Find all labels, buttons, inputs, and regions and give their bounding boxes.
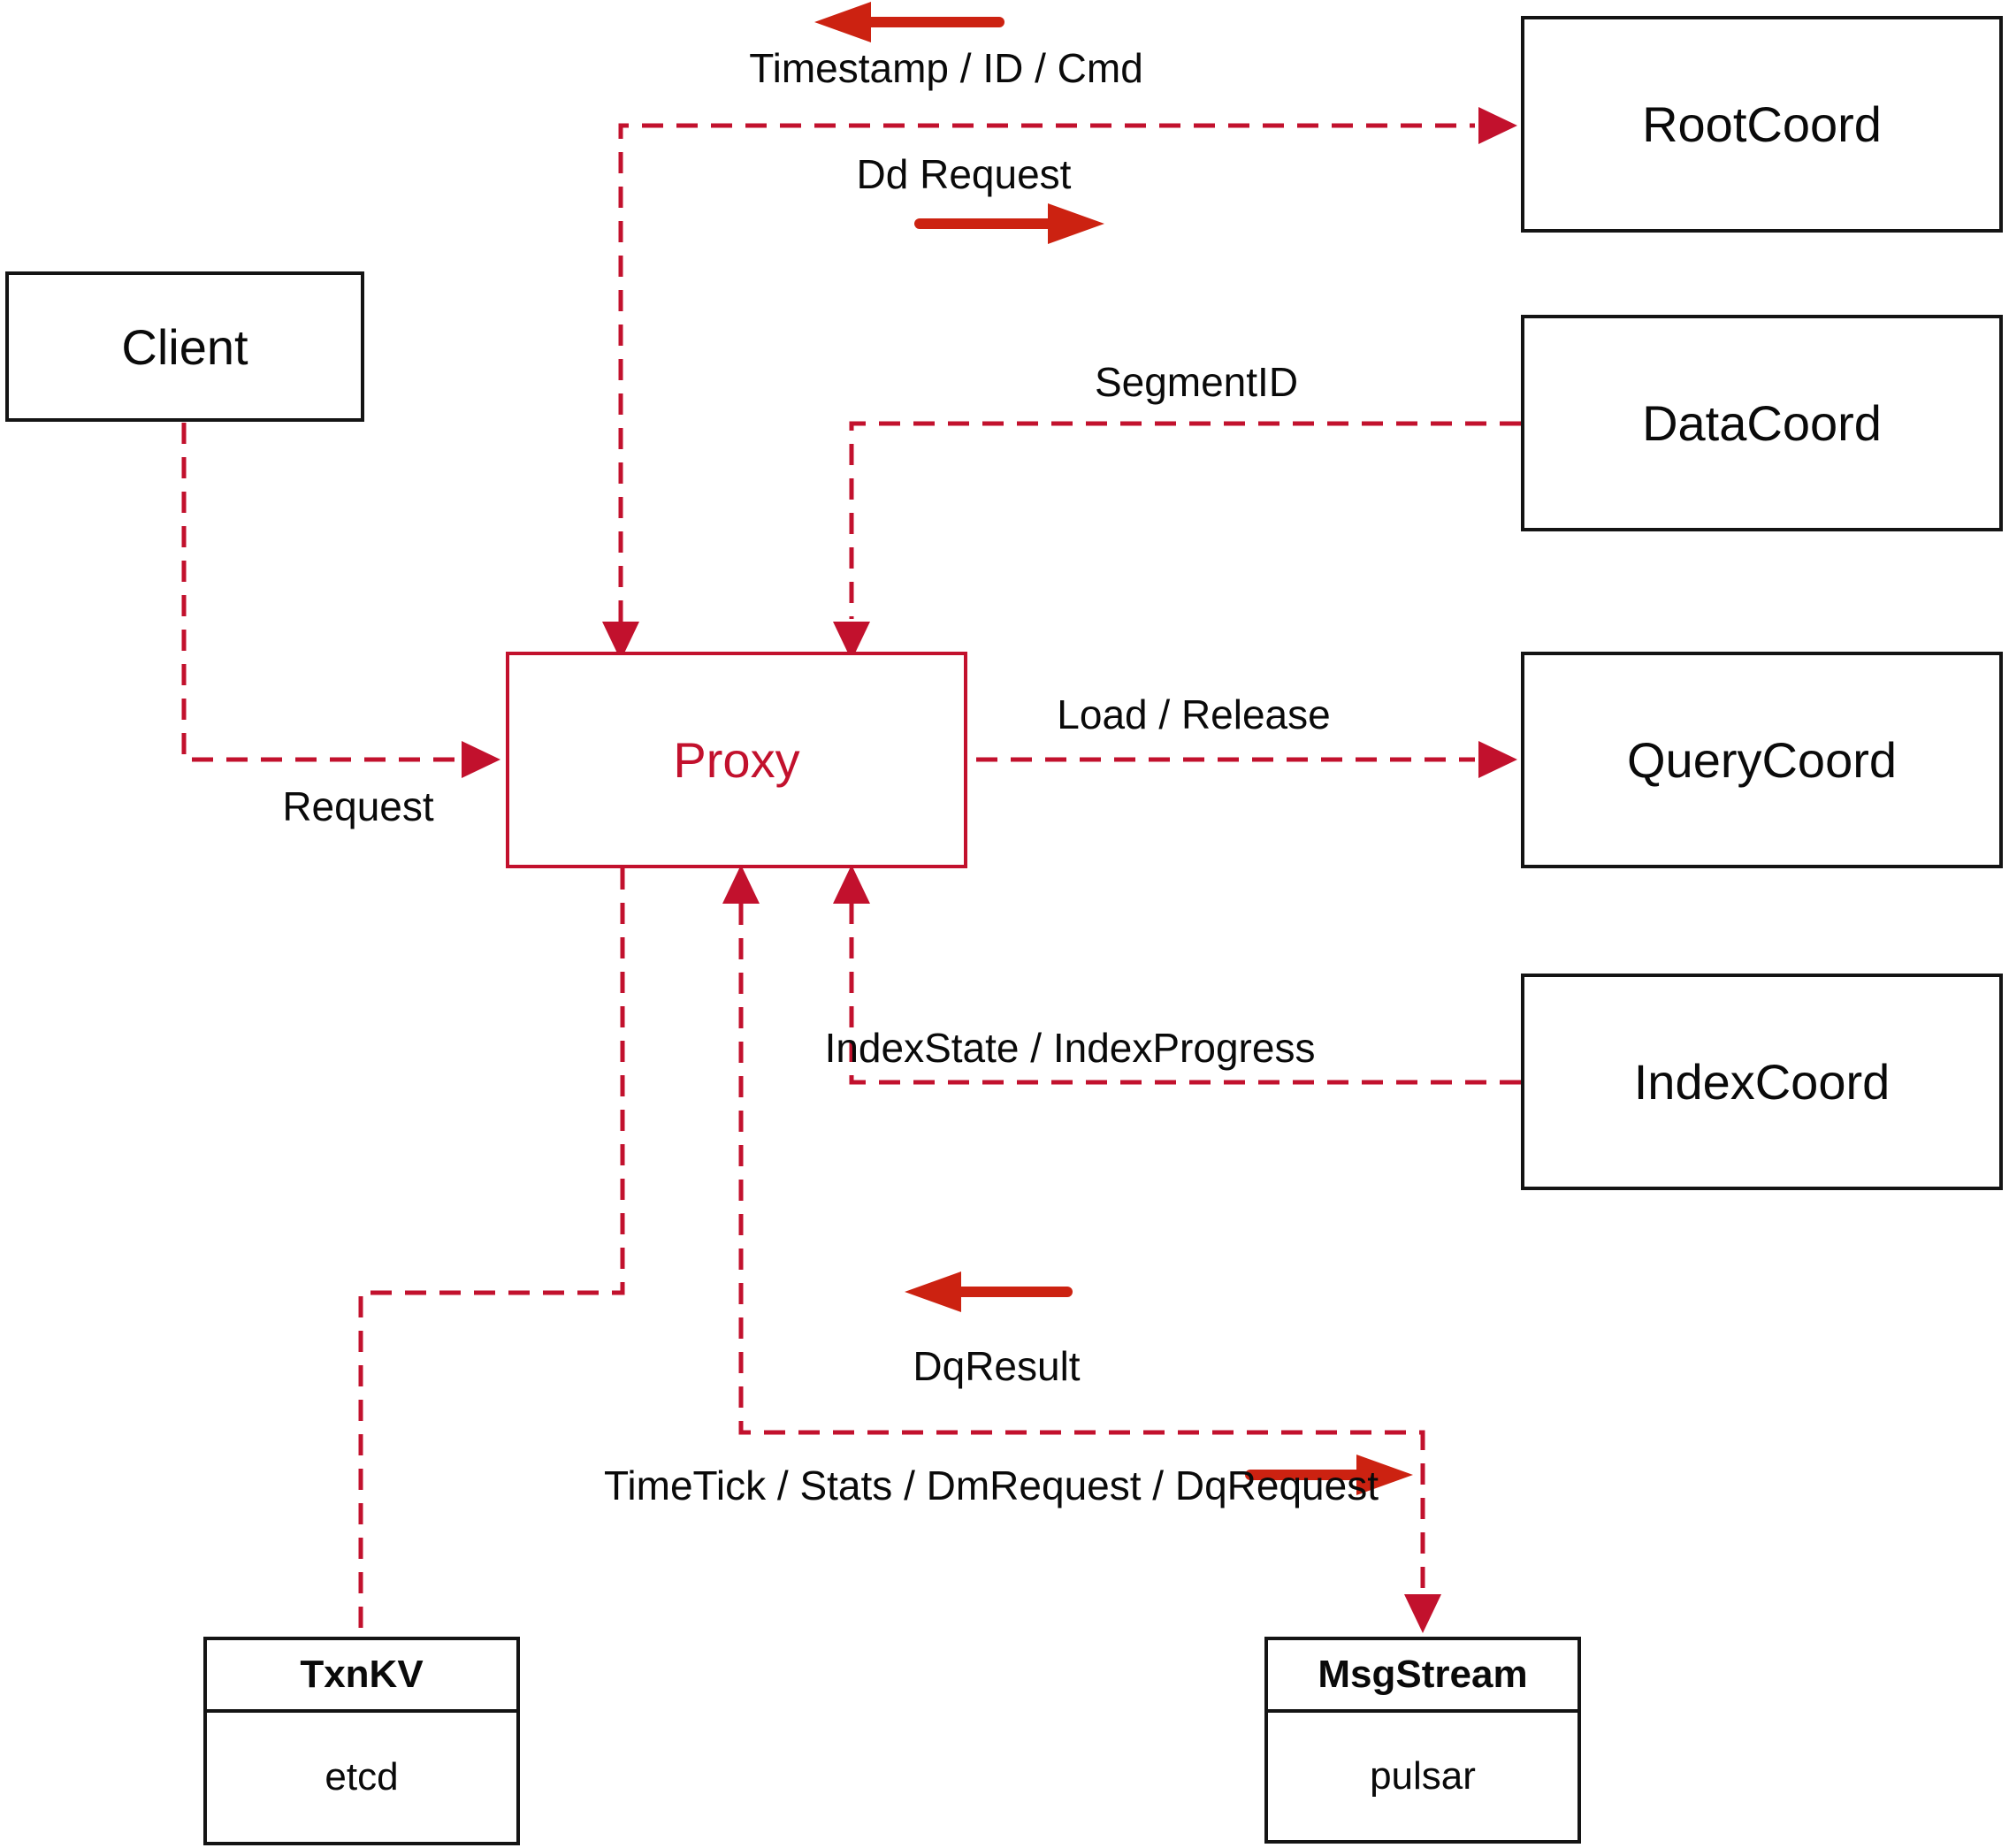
- edge-label-dd-request: Dd Request: [856, 151, 1072, 197]
- edge-label-request: Request: [282, 783, 434, 829]
- edge-client-proxy: [181, 423, 460, 762]
- left-arrow-icon: [814, 2, 1004, 42]
- arrowhead-into-msgstream: [1404, 1594, 1441, 1633]
- node-proxy: Proxy: [506, 652, 967, 868]
- node-txnkv-impl: etcd: [325, 1755, 399, 1798]
- node-msgstream: MsgStream pulsar: [1264, 1637, 1581, 1844]
- node-client: Client: [5, 271, 364, 422]
- node-proxy-label: Proxy: [673, 732, 800, 788]
- edge-proxy-rootcoord: [618, 123, 1475, 622]
- node-querycoord-label: QueryCoord: [1626, 732, 1898, 788]
- arrowhead-into-proxy-bottom-right: [833, 865, 870, 904]
- edge-proxy-msgstream: [738, 904, 1425, 1592]
- arrowhead-into-proxy-top-right: [833, 622, 870, 661]
- right-arrow-icon: [914, 203, 1104, 244]
- arrowhead-into-proxy-bottom-left: [722, 865, 760, 904]
- edge-datacoord-proxy: [849, 421, 1521, 619]
- node-datacoord: DataCoord: [1521, 315, 2003, 531]
- edge-label-dq-result: DqResult: [913, 1343, 1081, 1389]
- node-client-label: Client: [121, 318, 248, 375]
- edge-label-index-state-progress: IndexState / IndexProgress: [824, 1025, 1316, 1071]
- node-indexcoord: IndexCoord: [1521, 974, 2003, 1190]
- node-msgstream-impl: pulsar: [1370, 1754, 1476, 1798]
- edge-indexcoord-proxy: [849, 904, 1521, 1085]
- node-txnkv-title: TxnKV: [207, 1640, 516, 1713]
- node-querycoord: QueryCoord: [1521, 652, 2003, 868]
- arrowhead-into-proxy-left: [462, 741, 500, 778]
- arrowhead-into-rootcoord: [1478, 107, 1517, 144]
- right-arrow-icon: [1245, 1455, 1413, 1495]
- arrowhead-into-querycoord: [1478, 741, 1517, 778]
- node-datacoord-label: DataCoord: [1642, 395, 1882, 451]
- node-txnkv: TxnKV etcd: [203, 1637, 520, 1845]
- edge-label-segment-id: SegmentID: [1094, 359, 1299, 405]
- node-rootcoord-label: RootCoord: [1642, 96, 1882, 152]
- node-indexcoord-label: IndexCoord: [1633, 1054, 1891, 1110]
- edge-label-time-tick-stats: TimeTick / Stats / DmRequest / DqRequest: [604, 1462, 1379, 1508]
- edge-proxy-txnkv: [358, 868, 625, 1637]
- edge-label-timestamp-id-cmd: Timestamp / ID / Cmd: [749, 45, 1143, 91]
- arrowhead-into-proxy-top-left: [602, 622, 639, 661]
- node-rootcoord: RootCoord: [1521, 16, 2003, 233]
- node-msgstream-title: MsgStream: [1268, 1640, 1577, 1713]
- left-arrow-icon: [905, 1271, 1073, 1312]
- edge-label-load-release: Load / Release: [1057, 691, 1331, 737]
